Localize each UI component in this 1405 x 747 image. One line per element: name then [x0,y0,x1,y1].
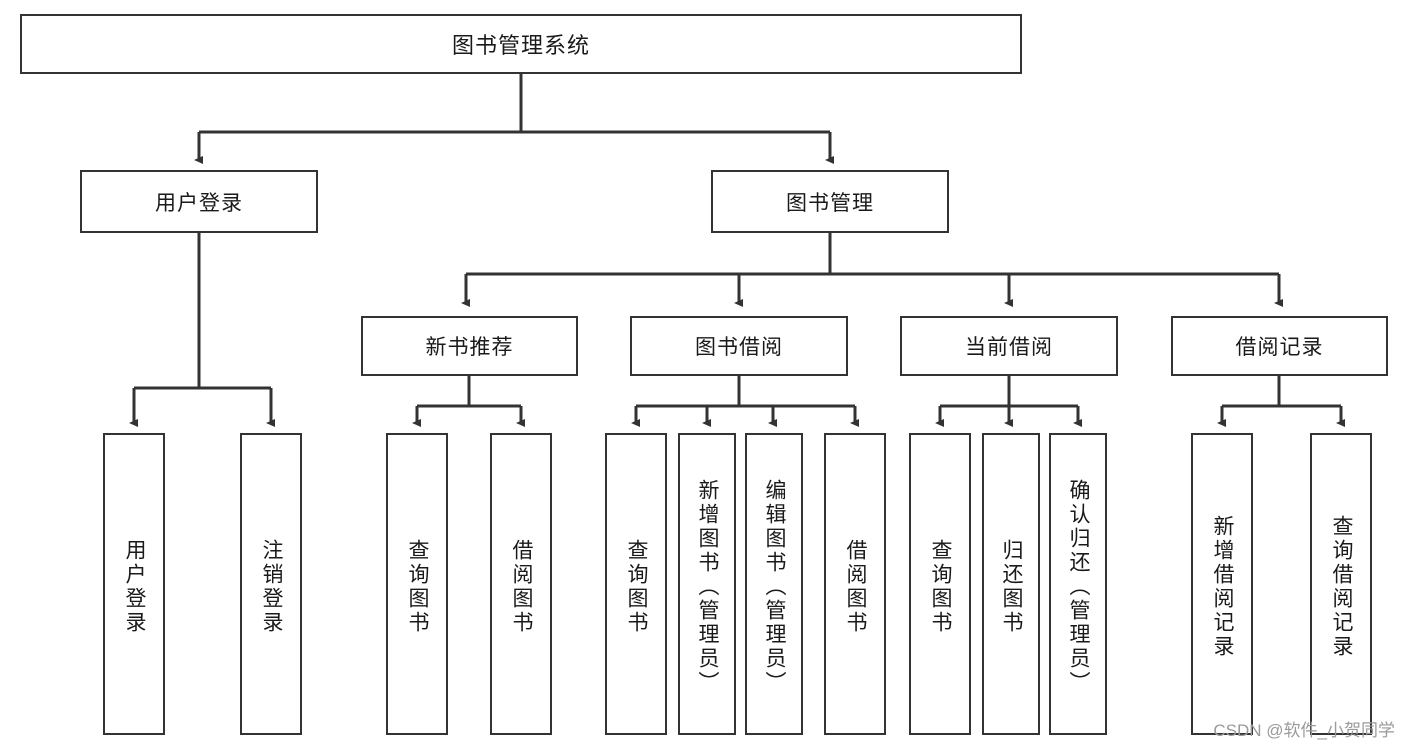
leaf-query-record[interactable]: 查询借阅记录 [1310,433,1372,735]
node-borrow-record[interactable]: 借阅记录 [1171,316,1388,376]
node-label: 查询图书 [625,539,649,635]
node-label: 注销登录 [260,539,284,635]
watermark-text: CSDN @软件_小贺同学 [1213,721,1395,740]
node-book-management[interactable]: 图书管理 [711,170,949,233]
leaf-query-book-3[interactable]: 查询图书 [909,433,971,735]
node-new-book-recommend[interactable]: 新书推荐 [361,316,578,376]
node-current-borrow[interactable]: 当前借阅 [900,316,1118,376]
leaf-add-book[interactable]: 新增图书（管理员） [678,433,736,735]
node-label: 新增借阅记录 [1211,515,1235,659]
node-label: 查询借阅记录 [1330,515,1354,659]
leaf-query-book-1[interactable]: 查询图书 [386,433,448,735]
node-label: 查询图书 [929,539,953,635]
leaf-logout[interactable]: 注销登录 [240,433,302,735]
leaf-confirm-return[interactable]: 确认归还（管理员） [1049,433,1107,735]
leaf-user-login[interactable]: 用户登录 [103,433,165,735]
node-label: 借阅图书 [510,539,534,635]
node-label: 图书借阅 [695,336,783,359]
node-label: 确认归还（管理员） [1067,479,1091,695]
node-label: 归还图书 [1000,539,1024,635]
node-label: 借阅图书 [844,539,868,635]
node-user-login[interactable]: 用户登录 [80,170,318,233]
node-book-borrow[interactable]: 图书借阅 [630,316,848,376]
leaf-edit-book[interactable]: 编辑图书（管理员） [745,433,803,735]
node-label: 当前借阅 [965,336,1053,359]
node-label: 图书管理 [786,191,874,215]
node-label: 新增图书（管理员） [696,479,720,695]
node-root-system[interactable]: 图书管理系统 [20,14,1022,74]
leaf-borrow-book-2[interactable]: 借阅图书 [824,433,886,735]
leaf-add-record[interactable]: 新增借阅记录 [1191,433,1253,735]
node-label: 用户登录 [155,191,243,215]
node-label: 借阅记录 [1235,336,1324,359]
node-label: 查询图书 [406,539,430,635]
node-label: 图书管理系统 [451,33,590,58]
node-label: 用户登录 [123,539,147,635]
node-label: 新书推荐 [425,336,514,359]
leaf-borrow-book-1[interactable]: 借阅图书 [490,433,552,735]
node-label: 编辑图书（管理员） [763,479,787,695]
leaf-return-book[interactable]: 归还图书 [982,433,1040,735]
leaf-query-book-2[interactable]: 查询图书 [605,433,667,735]
